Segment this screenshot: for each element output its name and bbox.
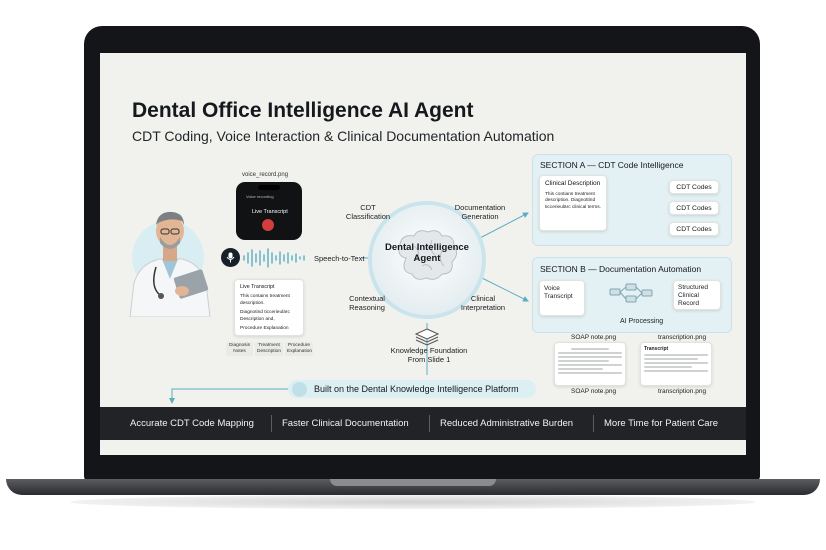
section-b-title: SECTION B — Documentation Automation xyxy=(540,264,702,274)
cdt-code-chip[interactable]: CDT Codes xyxy=(669,201,719,215)
bar-divider xyxy=(271,415,272,432)
transcript-line: Procedure Explanation xyxy=(240,326,289,332)
slide-subtitle: CDT Coding, Voice Interaction & Clinical… xyxy=(132,128,555,144)
benefit-item: Reduced Administrative Burden xyxy=(440,418,574,429)
tag-procedure-explanation: Procedure Explanation xyxy=(285,342,313,356)
structured-record-card: Structured Clinical Record xyxy=(673,280,721,310)
contextual-reasoning-label: Contextual Reasoning xyxy=(349,294,385,312)
phone-live-label: Live Transcript xyxy=(252,209,288,215)
doc-caption: SOAP note.png xyxy=(571,388,617,395)
brain-small-icon xyxy=(292,382,307,397)
section-a-title: SECTION A — CDT Code Intelligence xyxy=(540,160,684,170)
documentation-generation-label: Documentation Generation xyxy=(454,203,506,221)
clinical-interpretation-label: Clinical Interpretation xyxy=(460,294,506,312)
bar-divider xyxy=(429,415,430,432)
live-transcript-card: Live Transcript This contains treatment … xyxy=(234,279,304,336)
benefit-item: Accurate CDT Code Mapping xyxy=(130,418,254,429)
workflow-icon xyxy=(609,283,653,303)
tag-treatment-description: Treatment Description xyxy=(255,342,283,356)
doc-caption: transcription.png xyxy=(658,388,707,395)
clinical-description-title: Clinical Description xyxy=(545,180,601,187)
microphone-icon xyxy=(226,252,235,263)
transcript-title: Live Transcript xyxy=(240,284,275,290)
platform-banner xyxy=(288,380,536,398)
slide-title: Dental Office Intelligence AI Agent xyxy=(132,99,474,122)
microphone-button[interactable] xyxy=(221,248,240,267)
record-button[interactable] xyxy=(262,219,274,231)
soap-note-image xyxy=(554,342,626,386)
cdt-code-chip[interactable]: CDT Codes xyxy=(669,180,719,194)
brain-icon xyxy=(398,230,458,280)
bar-divider xyxy=(593,415,594,432)
doc-caption: SOAP note.png xyxy=(571,334,617,341)
cdt-classification-label: CDT Classification xyxy=(345,203,391,221)
tag-diagnosis-notes: Diagnosis Notes xyxy=(226,342,253,356)
phone-notch xyxy=(258,185,280,190)
laptop-notch xyxy=(330,479,496,486)
benefit-item: More Time for Patient Care xyxy=(604,418,719,429)
benefits-bar xyxy=(100,407,746,440)
waveform-icon xyxy=(243,248,305,268)
agent-hub-label: Dental Intelligence Agent xyxy=(385,242,469,264)
clinical-description-card: Clinical Description This contians treat… xyxy=(539,175,607,231)
cdt-code-chip[interactable]: CDT Codes xyxy=(669,222,719,236)
layers-icon xyxy=(415,328,439,346)
speech-to-text-label: Speech-to-Text xyxy=(314,254,365,263)
laptop-base xyxy=(6,479,820,495)
transcript-line: This contains treatment description. xyxy=(240,294,290,306)
transcription-image: Transcript xyxy=(640,342,712,386)
phone-caption: voice_record.png xyxy=(242,172,289,178)
transcript-line: Diagnotind ticcerieulärc Description and… xyxy=(240,310,290,322)
clinical-description-text: This contians treatment description. Dia… xyxy=(545,191,601,210)
benefit-item: Faster Clinical Documentation xyxy=(282,418,409,429)
voice-transcript-card: Voice Transcript xyxy=(539,280,585,316)
knowledge-foundation-label: Knowledge Foundation From Slide 1 xyxy=(390,346,468,364)
laptop-shadow xyxy=(70,495,756,509)
doc-caption: transcription.png xyxy=(658,334,707,341)
doctor-illustration xyxy=(129,211,211,317)
ai-processing-label: AI Processing xyxy=(620,318,664,325)
transcription-header: Transcript xyxy=(644,346,669,352)
slide-screen: Dental Office Intelligence AI Agent CDT … xyxy=(100,53,746,455)
platform-banner-text: Built on the Dental Knowledge Intelligen… xyxy=(314,384,519,394)
phone-header: Voice recording xyxy=(246,194,274,199)
